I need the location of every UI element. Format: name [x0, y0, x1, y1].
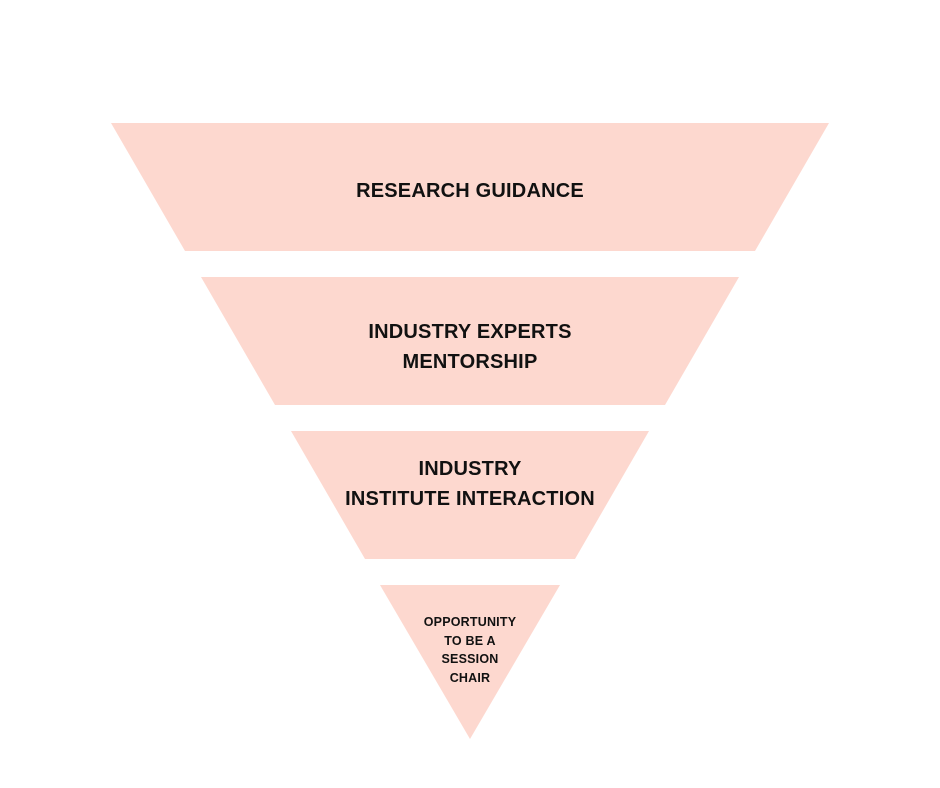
- funnel-level-2-shape: [201, 277, 739, 405]
- funnel-level-1-line-1: RESEARCH GUIDANCE: [356, 180, 584, 202]
- funnel-level-1-label: RESEARCH GUIDANCE: [0, 178, 940, 204]
- funnel-level-2-line-2: MENTORSHIP: [402, 351, 538, 373]
- funnel-level-4-line-4: CHAIR: [449, 670, 491, 685]
- funnel-level-3-shape: [291, 431, 649, 559]
- funnel-level-1-shape: [111, 123, 829, 251]
- funnel-level-4-line-3: SESSION: [441, 652, 499, 666]
- funnel-level-3-label: INDUSTRY INSTITUTE INTERACTION: [0, 454, 940, 514]
- funnel-level-4-line-1: OPPORTUNITY: [423, 615, 517, 629]
- funnel-level-3-line-2: INSTITUTE INTERACTION: [345, 488, 595, 510]
- funnel-level-4-shape: [380, 585, 560, 739]
- funnel-level-4-line-2: TO BE A: [444, 633, 496, 648]
- funnel-level-4-label: OPPORTUNITY TO BE A SESSION CHAIR: [0, 613, 940, 687]
- funnel-level-2-label: INDUSTRY EXPERTS MENTORSHIP: [0, 317, 940, 377]
- funnel-level-2-line-1: INDUSTRY EXPERTS: [368, 321, 572, 343]
- funnel-level-3-line-1: INDUSTRY: [418, 458, 522, 480]
